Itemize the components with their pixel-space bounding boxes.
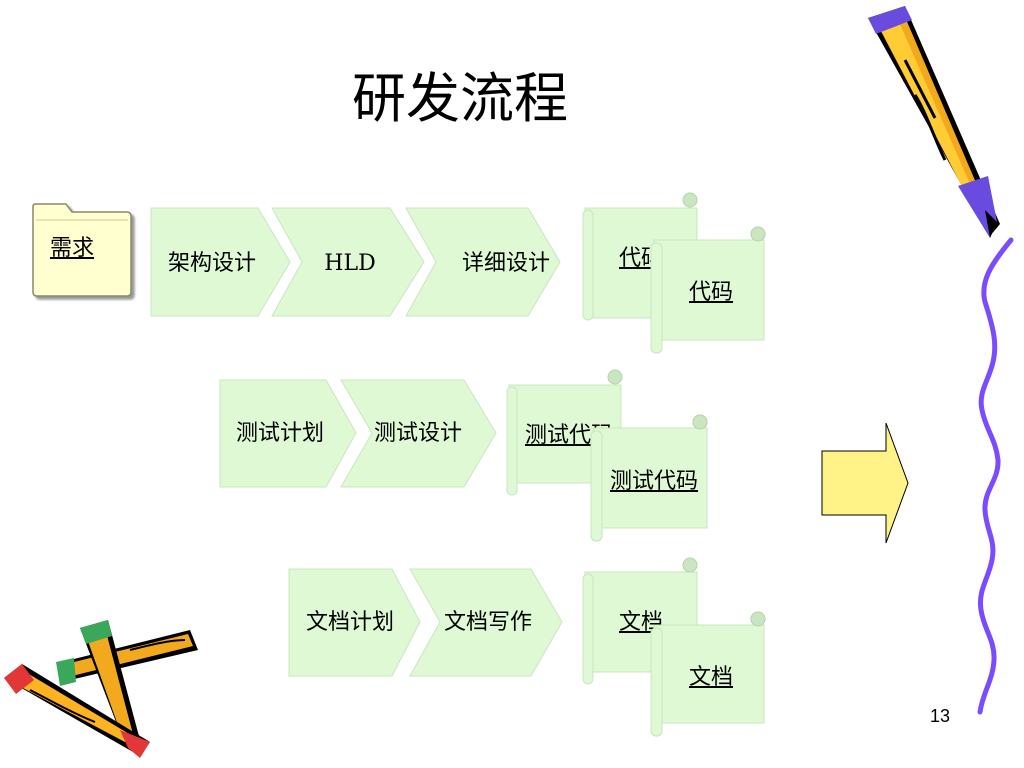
step-label-doc-writing: 文档写作 bbox=[443, 610, 533, 635]
step-chevron-test-plan bbox=[219, 379, 357, 488]
page-number: 13 bbox=[930, 706, 951, 726]
row3-flow bbox=[288, 568, 563, 677]
step-label-test-design: 测试设计 bbox=[373, 421, 463, 446]
slide-title: 研发流程 bbox=[352, 67, 568, 130]
row2-flow bbox=[219, 379, 497, 488]
requirement-label[interactable]: 需求 bbox=[49, 236, 95, 261]
step-chevron-doc-plan bbox=[288, 568, 421, 677]
scroll-label-doc-front[interactable]: 文档 bbox=[688, 665, 734, 690]
step-chevron-doc-writing bbox=[409, 568, 563, 677]
squiggle-line-icon bbox=[977, 237, 1014, 715]
scroll-label-code-front[interactable]: 代码 bbox=[688, 280, 734, 305]
pencil-top-right-icon bbox=[868, 6, 1000, 238]
right-arrow-icon bbox=[821, 422, 909, 544]
requirement-folder[interactable] bbox=[32, 203, 132, 297]
step-label-architecture: 架构设计 bbox=[167, 251, 257, 276]
step-label-doc-plan: 文档计划 bbox=[305, 610, 395, 635]
step-chevron-hld bbox=[271, 207, 425, 317]
step-chevron-test-design bbox=[340, 379, 497, 488]
step-label-detail-design: 详细设计 bbox=[461, 251, 551, 276]
pencils-bottom-left-icon bbox=[4, 620, 198, 758]
step-label-hld: HLD bbox=[324, 251, 376, 276]
step-chevron-architecture bbox=[150, 207, 291, 317]
step-chevron-detail-design bbox=[405, 207, 561, 317]
step-label-test-plan: 测试计划 bbox=[235, 421, 325, 446]
scroll-label-test-code-front[interactable]: 测试代码 bbox=[609, 469, 699, 494]
scroll-label-doc-back[interactable]: 文档 bbox=[618, 610, 664, 635]
row1-flow bbox=[150, 207, 561, 317]
